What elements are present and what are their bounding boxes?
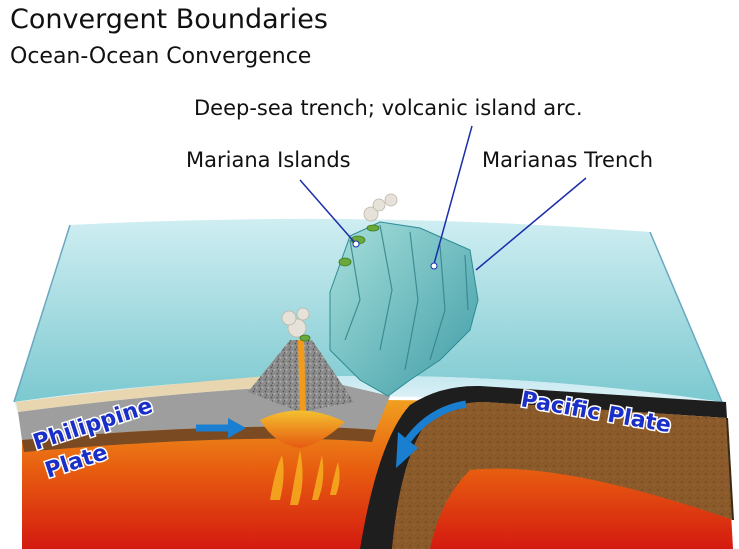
page-title: Convergent Boundaries (10, 4, 328, 35)
deep-sea-leader (433, 125, 473, 265)
mariana-islands-leader (299, 179, 357, 245)
magma-conduit (298, 340, 306, 420)
philippine-motion-arrow (196, 418, 246, 438)
magma-plumes (270, 450, 340, 505)
magma-chamber (260, 410, 345, 448)
subducting-slab (360, 385, 727, 549)
mariana-islands-label: Mariana Islands (186, 148, 351, 172)
island-vegetation (299, 224, 380, 342)
marianas-trench-leader (475, 177, 587, 271)
volcano-smoke (281, 193, 398, 338)
island-ridges (344, 224, 469, 371)
page-subtitle: Ocean-Ocean Convergence (10, 44, 312, 69)
pacific-motion-arrow (396, 400, 467, 468)
deep-sea-trench-label: Deep-sea trench; volcanic island arc. (194, 96, 583, 120)
pacific-plate-crust (392, 402, 733, 549)
marianas-trench-label: Marianas Trench (482, 148, 654, 172)
